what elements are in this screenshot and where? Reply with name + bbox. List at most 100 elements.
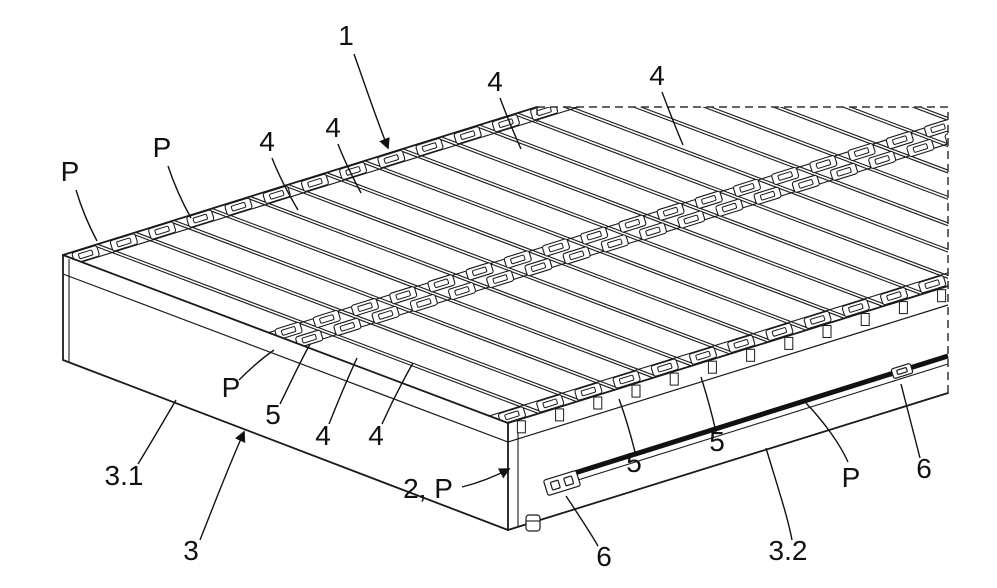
cap-terminal — [848, 303, 864, 313]
cell-divider — [666, 107, 948, 236]
cell-divider — [704, 107, 948, 224]
cap-terminal — [280, 326, 297, 336]
middle-band-line — [244, 107, 948, 364]
cap-terminal — [912, 143, 929, 153]
cap-terminal — [416, 298, 432, 308]
ref-label-5-mid: 5 — [626, 447, 642, 478]
front-top-edge — [507, 285, 949, 424]
cap-outline — [962, 107, 990, 125]
cap-terminal — [542, 398, 558, 409]
cell-terminal-cap — [841, 298, 870, 318]
cell-divider — [207, 209, 654, 379]
cell-terminal-cap — [224, 197, 253, 216]
leader-4-top-c — [499, 97, 522, 150]
cap-terminal — [777, 171, 793, 181]
front-strap-tick — [555, 408, 565, 422]
cell-terminal-cap — [274, 321, 303, 340]
cap-terminal — [618, 374, 635, 385]
cap-terminal — [771, 327, 788, 337]
leader-p-mid-left — [238, 349, 275, 381]
cell-divider — [475, 125, 921, 295]
cell-divider — [628, 107, 948, 248]
cell-terminal-cap — [906, 138, 935, 158]
cell-divider — [403, 148, 849, 318]
leader-p-far-left — [75, 189, 98, 242]
cap-terminal — [804, 23, 819, 32]
cap-outline — [983, 115, 997, 133]
cell-terminal-cap — [542, 238, 570, 257]
cap-terminal — [874, 155, 890, 165]
cell-terminal-cap — [448, 281, 476, 301]
cell-terminal-cap — [791, 174, 820, 193]
cap-terminal — [319, 314, 335, 324]
cell-terminal-cap — [962, 107, 990, 125]
cap-terminal — [613, 83, 628, 92]
cell-terminal-cap — [797, 19, 825, 37]
bracket-bolt-icon — [563, 475, 575, 487]
cell-divider — [589, 107, 948, 260]
cap-terminal — [307, 178, 323, 188]
left-bottom-edge — [62, 359, 509, 531]
cell-terminal-cap — [351, 298, 379, 317]
front-strap-tick — [937, 289, 947, 303]
cell-divider — [93, 244, 539, 415]
cap-outline — [797, 19, 825, 37]
clip-slot — [896, 367, 908, 375]
cell-divider — [976, 0, 997, 138]
cell-divider — [670, 107, 948, 234]
cap-terminal — [492, 274, 508, 284]
cap-terminal — [989, 120, 997, 129]
cell-divider — [131, 233, 577, 403]
cell-terminal-cap — [606, 78, 634, 96]
cell-terminal-cap — [109, 233, 138, 252]
cell-divider — [441, 136, 887, 306]
cell-divider — [246, 197, 692, 367]
cap-terminal — [530, 262, 547, 272]
cell-terminal-cap — [333, 317, 362, 336]
cell-terminal-cap — [944, 127, 948, 146]
cap-outline — [944, 127, 948, 146]
cap-outline — [912, 0, 940, 1]
cell-terminal-cap — [765, 322, 794, 341]
ref-label-5-left: 5 — [265, 399, 281, 430]
corner-foot — [525, 514, 541, 532]
cell-terminal-cap — [715, 198, 744, 217]
cap-terminal — [301, 333, 317, 344]
left-top-edge — [62, 254, 509, 424]
cap-terminal — [721, 202, 738, 213]
cell-divider — [326, 172, 772, 342]
cap-outline — [836, 7, 864, 25]
ref-label-4-top-a: 4 — [259, 126, 275, 157]
cap-terminal — [645, 226, 661, 237]
cap-terminal — [815, 159, 832, 169]
cap-terminal — [930, 123, 946, 134]
cell-terminal-cap — [771, 166, 800, 186]
ref-label-1: 1 — [338, 20, 354, 51]
front-strap-tick — [860, 313, 870, 326]
cell-divider — [288, 184, 734, 354]
cell-terminal-cap — [689, 346, 717, 365]
ref-label-5-right: 5 — [709, 426, 725, 457]
cap-terminal — [695, 350, 711, 361]
cap-outline — [606, 78, 634, 96]
cell-terminal-cap — [983, 115, 997, 133]
dashed-cut-boundary — [537, 106, 949, 395]
cell-terminal-cap — [503, 250, 532, 269]
ref-label-p-far-left: P — [61, 156, 80, 187]
leader-4-lower-a — [328, 357, 358, 425]
front-rail — [545, 353, 949, 485]
rear-top-edge — [62, 106, 538, 256]
leader-5-right — [700, 376, 717, 433]
cell-terminal-cap — [880, 287, 908, 306]
leader-3 — [199, 430, 246, 541]
cell-divider — [360, 161, 806, 331]
cell-terminal-cap — [618, 214, 647, 233]
leader-4-top-d — [661, 91, 684, 146]
front-strap-tick — [631, 384, 641, 398]
cell-divider — [972, 0, 997, 139]
leader-p-front — [805, 402, 849, 463]
front-band-line — [431, 107, 948, 423]
cap-terminal — [662, 206, 679, 217]
cell-terminal-cap — [753, 186, 782, 205]
